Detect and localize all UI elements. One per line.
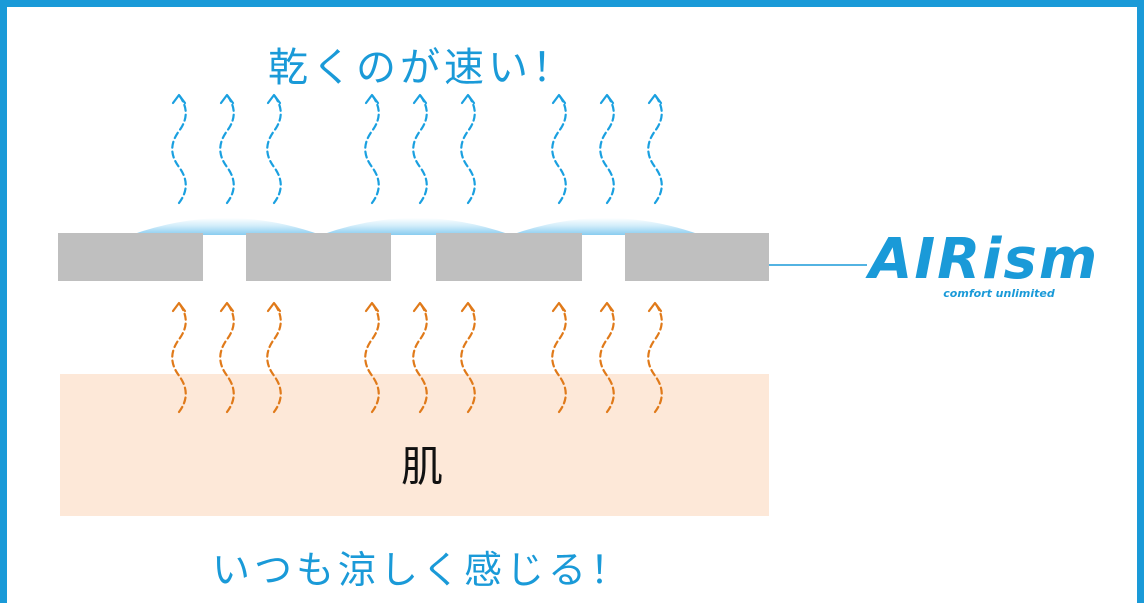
wavy-arrow-shaft [551, 301, 567, 414]
arrow-head-icon [460, 93, 476, 105]
arrow-head-icon [412, 93, 428, 105]
arrow-head-icon [551, 93, 567, 105]
evaporation-arrow [647, 93, 663, 205]
arrow-head-icon [551, 301, 567, 313]
evaporation-arrow [599, 93, 615, 205]
arrow-head-icon [219, 301, 235, 313]
wavy-arrow-shaft [647, 301, 663, 414]
arrow-head-icon [460, 301, 476, 313]
airism-diagram [58, 93, 867, 516]
heat-arrow [647, 301, 663, 414]
arrow-head-icon [171, 301, 187, 313]
wavy-arrow-shaft [460, 301, 476, 414]
wavy-arrow-shaft [599, 301, 615, 414]
wavy-arrow-shaft [412, 301, 428, 414]
evaporation-arrow [412, 93, 428, 205]
heat-arrow [364, 301, 380, 414]
arrow-head-icon [266, 301, 282, 313]
moisture-droplet [321, 218, 511, 235]
heat-arrow [266, 301, 282, 414]
heat-arrow [219, 301, 235, 414]
arrow-head-icon [647, 93, 663, 105]
moisture-droplet [511, 218, 701, 235]
heat-arrow [551, 301, 567, 414]
wavy-arrow-shaft [551, 93, 567, 205]
skin-area [60, 374, 769, 516]
evaporation-arrow [551, 93, 567, 205]
evaporation-arrow [266, 93, 282, 205]
wavy-arrow-shaft [599, 93, 615, 205]
heat-arrow [599, 301, 615, 414]
fabric-segment [246, 233, 391, 281]
moisture-droplet [131, 218, 321, 235]
wavy-arrow-shaft [364, 93, 380, 205]
wavy-arrow-shaft [171, 301, 187, 414]
wavy-arrow-shaft [219, 301, 235, 414]
evaporation-arrow [460, 93, 476, 205]
bottom-caption: いつも涼しく感じる！ [211, 548, 632, 592]
wavy-arrow-shaft [364, 301, 380, 414]
fabric-segment [436, 233, 582, 281]
wavy-arrow-shaft [171, 93, 187, 205]
wavy-arrow-shaft [266, 301, 282, 414]
fabric-segment [625, 233, 769, 281]
evaporation-arrow [219, 93, 235, 205]
evaporation-arrow [364, 93, 380, 205]
heat-arrow [171, 301, 187, 414]
evaporation-arrow [171, 93, 187, 205]
heat-arrow [460, 301, 476, 414]
arrow-head-icon [219, 93, 235, 105]
brand-tagline: comfort unlimited [943, 287, 1055, 300]
heat-arrow [412, 301, 428, 414]
wavy-arrow-shaft [266, 93, 282, 205]
wavy-arrow-shaft [460, 93, 476, 205]
arrow-head-icon [266, 93, 282, 105]
wavy-arrow-shaft [412, 93, 428, 205]
airism-logo: AIRism comfort unlimited [869, 227, 1100, 301]
fabric-segment [58, 233, 203, 281]
arrow-head-icon [647, 301, 663, 313]
arrow-head-icon [364, 301, 380, 313]
arrow-head-icon [364, 93, 380, 105]
wavy-arrow-shaft [647, 93, 663, 205]
arrow-head-icon [412, 301, 428, 313]
arrow-head-icon [599, 93, 615, 105]
brand-name: AIRism [869, 227, 1100, 292]
arrow-head-icon [599, 301, 615, 313]
top-caption: 乾くのが速い！ [268, 45, 576, 91]
skin-label: 肌 [400, 442, 443, 491]
wavy-arrow-shaft [219, 93, 235, 205]
arrow-head-icon [171, 93, 187, 105]
